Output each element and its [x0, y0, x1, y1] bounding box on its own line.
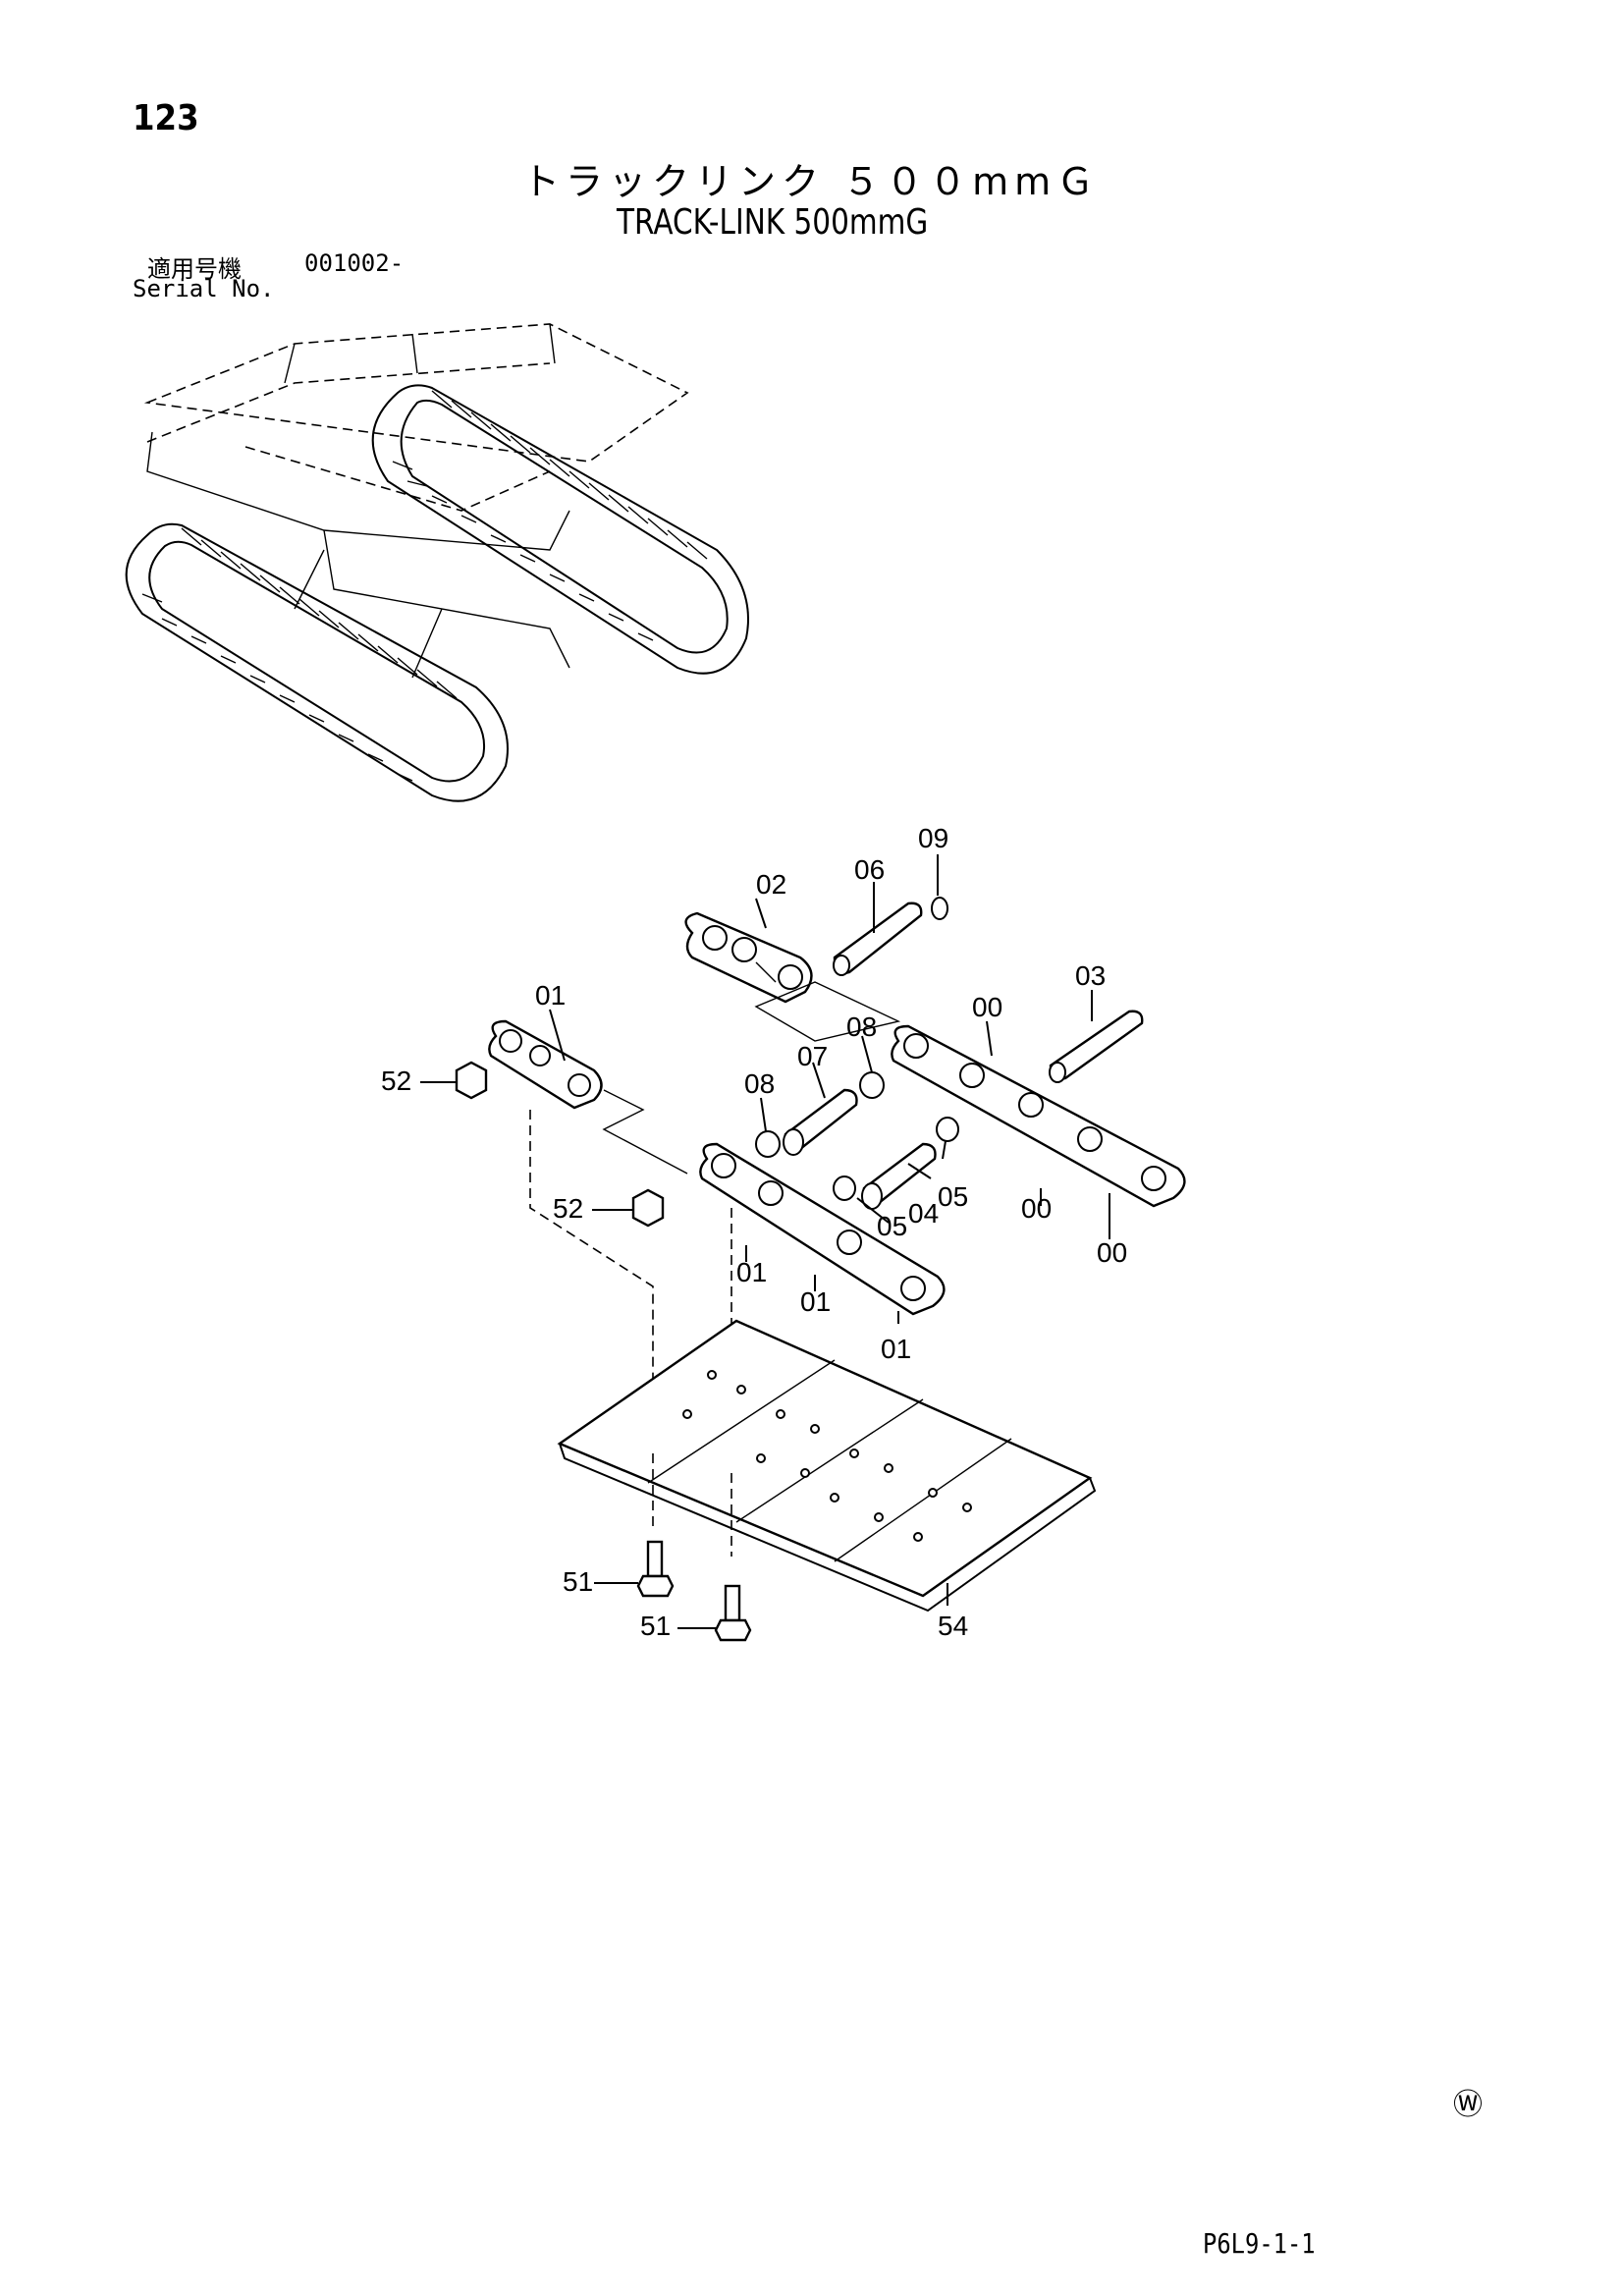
- track-rear: [371, 384, 749, 675]
- callout-03: 03: [1075, 960, 1106, 991]
- callout-05-left: 05: [877, 1211, 907, 1241]
- callout-51-a: 51: [563, 1566, 593, 1597]
- undercarriage-overview: [125, 323, 749, 802]
- serial-label-japanese: 適用号機: [147, 255, 242, 283]
- callout-00-middle: 00: [1021, 1193, 1052, 1224]
- bushing-07: [783, 1088, 858, 1156]
- callout-52-left: 52: [381, 1066, 411, 1096]
- seal-05-a: [833, 1175, 856, 1201]
- track-front: [125, 522, 509, 802]
- callout-01-c: 01: [800, 1286, 831, 1317]
- chain-01: [699, 1142, 946, 1316]
- callout-54: 54: [938, 1611, 968, 1641]
- ring-09: [931, 897, 948, 920]
- page-code: P6L9-1-1: [1203, 2227, 1316, 2260]
- seal-05-b: [936, 1117, 959, 1142]
- nut-52-center: [592, 1188, 665, 1228]
- callout-01-b: 01: [736, 1257, 767, 1287]
- pin-06: [833, 902, 923, 976]
- callout-04: 04: [908, 1198, 939, 1229]
- callout-02: 02: [756, 869, 786, 900]
- callout-08-lower: 08: [744, 1068, 775, 1099]
- bolt-51-b: [677, 1584, 752, 1642]
- title-japanese: トラックリンク ５００mmＧ: [522, 160, 1101, 203]
- bolt-51-a: [594, 1540, 675, 1598]
- bushing-04: [861, 1142, 937, 1210]
- callout-06: 06: [854, 854, 885, 885]
- callout-52-center: 52: [553, 1193, 583, 1224]
- callout-05-right: 05: [938, 1181, 968, 1212]
- seal-08-b: [859, 1071, 885, 1099]
- callout-09: 09: [918, 823, 948, 853]
- callout-08-upper: 08: [846, 1011, 877, 1042]
- pin-03: [1049, 1010, 1144, 1083]
- chain-00: [891, 1024, 1186, 1208]
- page-number: 123: [133, 98, 199, 138]
- callout-00-top: 00: [972, 992, 1002, 1022]
- callout-07: 07: [797, 1041, 828, 1071]
- callout-01-top: 01: [535, 980, 566, 1011]
- callout-01-d: 01: [881, 1334, 911, 1364]
- link-01-left: [488, 1019, 603, 1110]
- serial-label-english: Serial No.: [133, 275, 275, 302]
- copyright-mark: Ⓦ: [1453, 2088, 1483, 2122]
- callout-51-b: 51: [640, 1611, 671, 1641]
- title-english: TRACK-LINK 500mmG: [617, 202, 929, 243]
- nut-52-left: [420, 1061, 488, 1100]
- link-02: [684, 911, 813, 1004]
- callout-00-bottom: 00: [1097, 1237, 1127, 1268]
- seal-08-a: [755, 1130, 781, 1158]
- serial-number-value: 001002-: [304, 249, 405, 277]
- track-shoe-54: [557, 1319, 1097, 1613]
